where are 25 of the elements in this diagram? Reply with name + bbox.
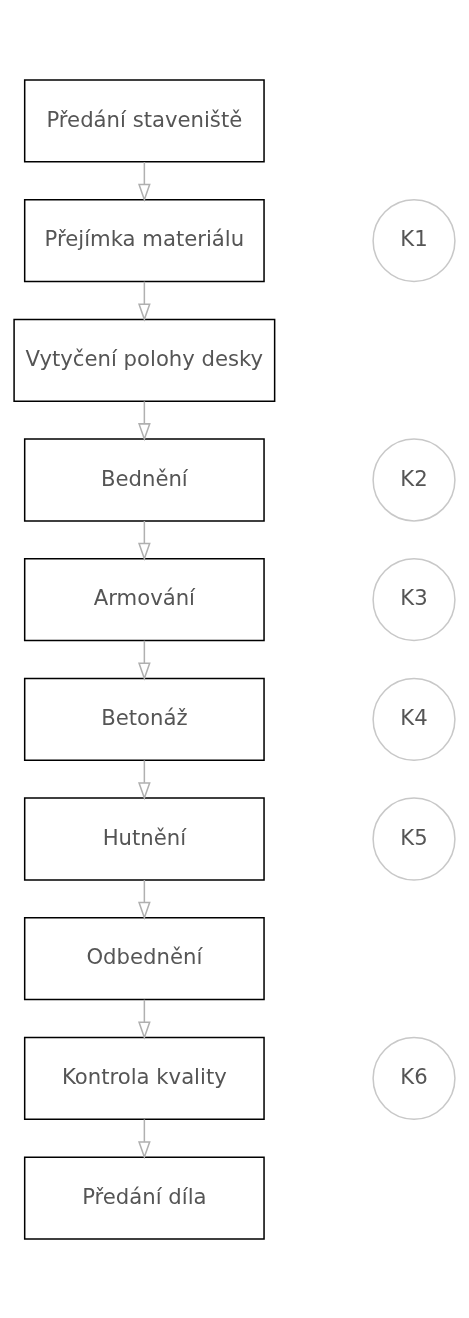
arrow — [138, 280, 151, 322]
node-circle: K1 — [372, 198, 456, 282]
arrow — [138, 878, 151, 920]
node-box: Odbednění — [23, 916, 265, 1000]
node-circle: K2 — [372, 437, 456, 522]
node-box: Předání staveniště — [23, 78, 265, 163]
node-box: Vytyčení polohy desky — [13, 318, 276, 402]
node-box: Bednění — [23, 437, 265, 522]
node-box: Předání díla — [23, 1155, 265, 1240]
arrow — [138, 998, 151, 1040]
node-circle: K6 — [372, 1036, 456, 1120]
node-circle: K3 — [372, 557, 456, 641]
arrow — [138, 400, 151, 441]
arrow — [138, 160, 151, 202]
node-box: Betonáž — [23, 677, 265, 761]
arrow — [138, 519, 151, 561]
node-box: Přejímka materiálu — [23, 198, 265, 282]
arrow — [138, 639, 151, 681]
node-box: Hutnění — [23, 796, 265, 881]
node-circle: K5 — [372, 796, 456, 881]
node-box: Armování — [23, 557, 265, 641]
node-circle: K4 — [372, 677, 456, 761]
node-box: Kontrola kvality — [23, 1036, 265, 1120]
arrow — [138, 759, 151, 800]
arrow — [138, 1118, 151, 1159]
